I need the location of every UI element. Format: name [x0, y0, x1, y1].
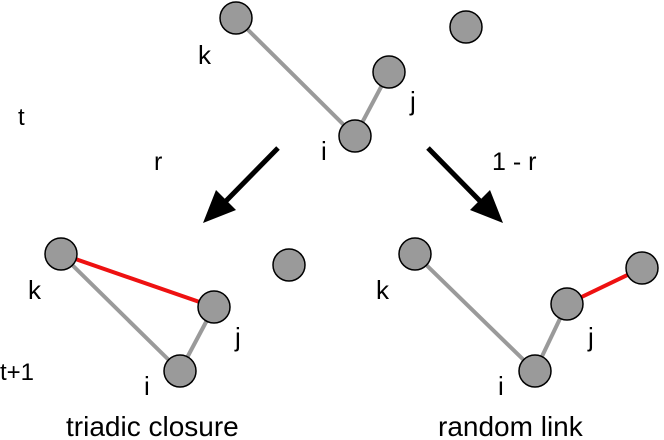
edge-i-k: [234, 16, 357, 138]
node-label-i: i: [144, 371, 150, 401]
caption-random-link: random link: [438, 411, 584, 440]
node-label-i: i: [321, 136, 327, 166]
node-k: [219, 1, 253, 35]
node-label-j: j: [234, 322, 241, 352]
edge-i-k: [413, 252, 537, 373]
edge-i-k: [59, 252, 182, 373]
node-j: [550, 287, 584, 321]
node-i: [338, 119, 372, 153]
node-i: [163, 354, 197, 388]
node-label-j: j: [587, 322, 594, 352]
probability-r: r: [154, 148, 162, 176]
node-label-k: k: [28, 275, 42, 305]
node-isolated: [272, 248, 306, 282]
new-edge-k-j: [60, 252, 215, 309]
node-k: [44, 237, 78, 271]
arrow-left-shaft: [224, 146, 280, 203]
node-label-k: k: [376, 275, 390, 305]
right-transition: 1 - r: [426, 146, 536, 223]
node-label-i: i: [498, 371, 504, 401]
arrow-right-head: [470, 190, 503, 223]
top-panel: k j i: [198, 1, 483, 166]
time-label-t-plus-1: t+1: [0, 359, 34, 386]
node-k: [398, 237, 432, 271]
node-j: [197, 290, 231, 324]
node-j: [372, 55, 406, 89]
node-label-k: k: [198, 40, 212, 70]
triadic-closure-panel: k j i triadic closure: [28, 237, 306, 440]
node-label-j: j: [409, 86, 416, 116]
node-isolated: [449, 10, 483, 44]
left-transition: r: [154, 146, 280, 223]
node-i: [518, 354, 552, 388]
arrow-right-shaft: [426, 146, 482, 203]
arrow-left-head: [203, 190, 236, 223]
caption-triadic-closure: triadic closure: [66, 411, 239, 440]
time-label-t: t: [18, 104, 25, 131]
node-random: [625, 251, 659, 285]
random-link-panel: k j i random link: [376, 237, 659, 440]
probability-1-minus-r: 1 - r: [492, 148, 536, 176]
